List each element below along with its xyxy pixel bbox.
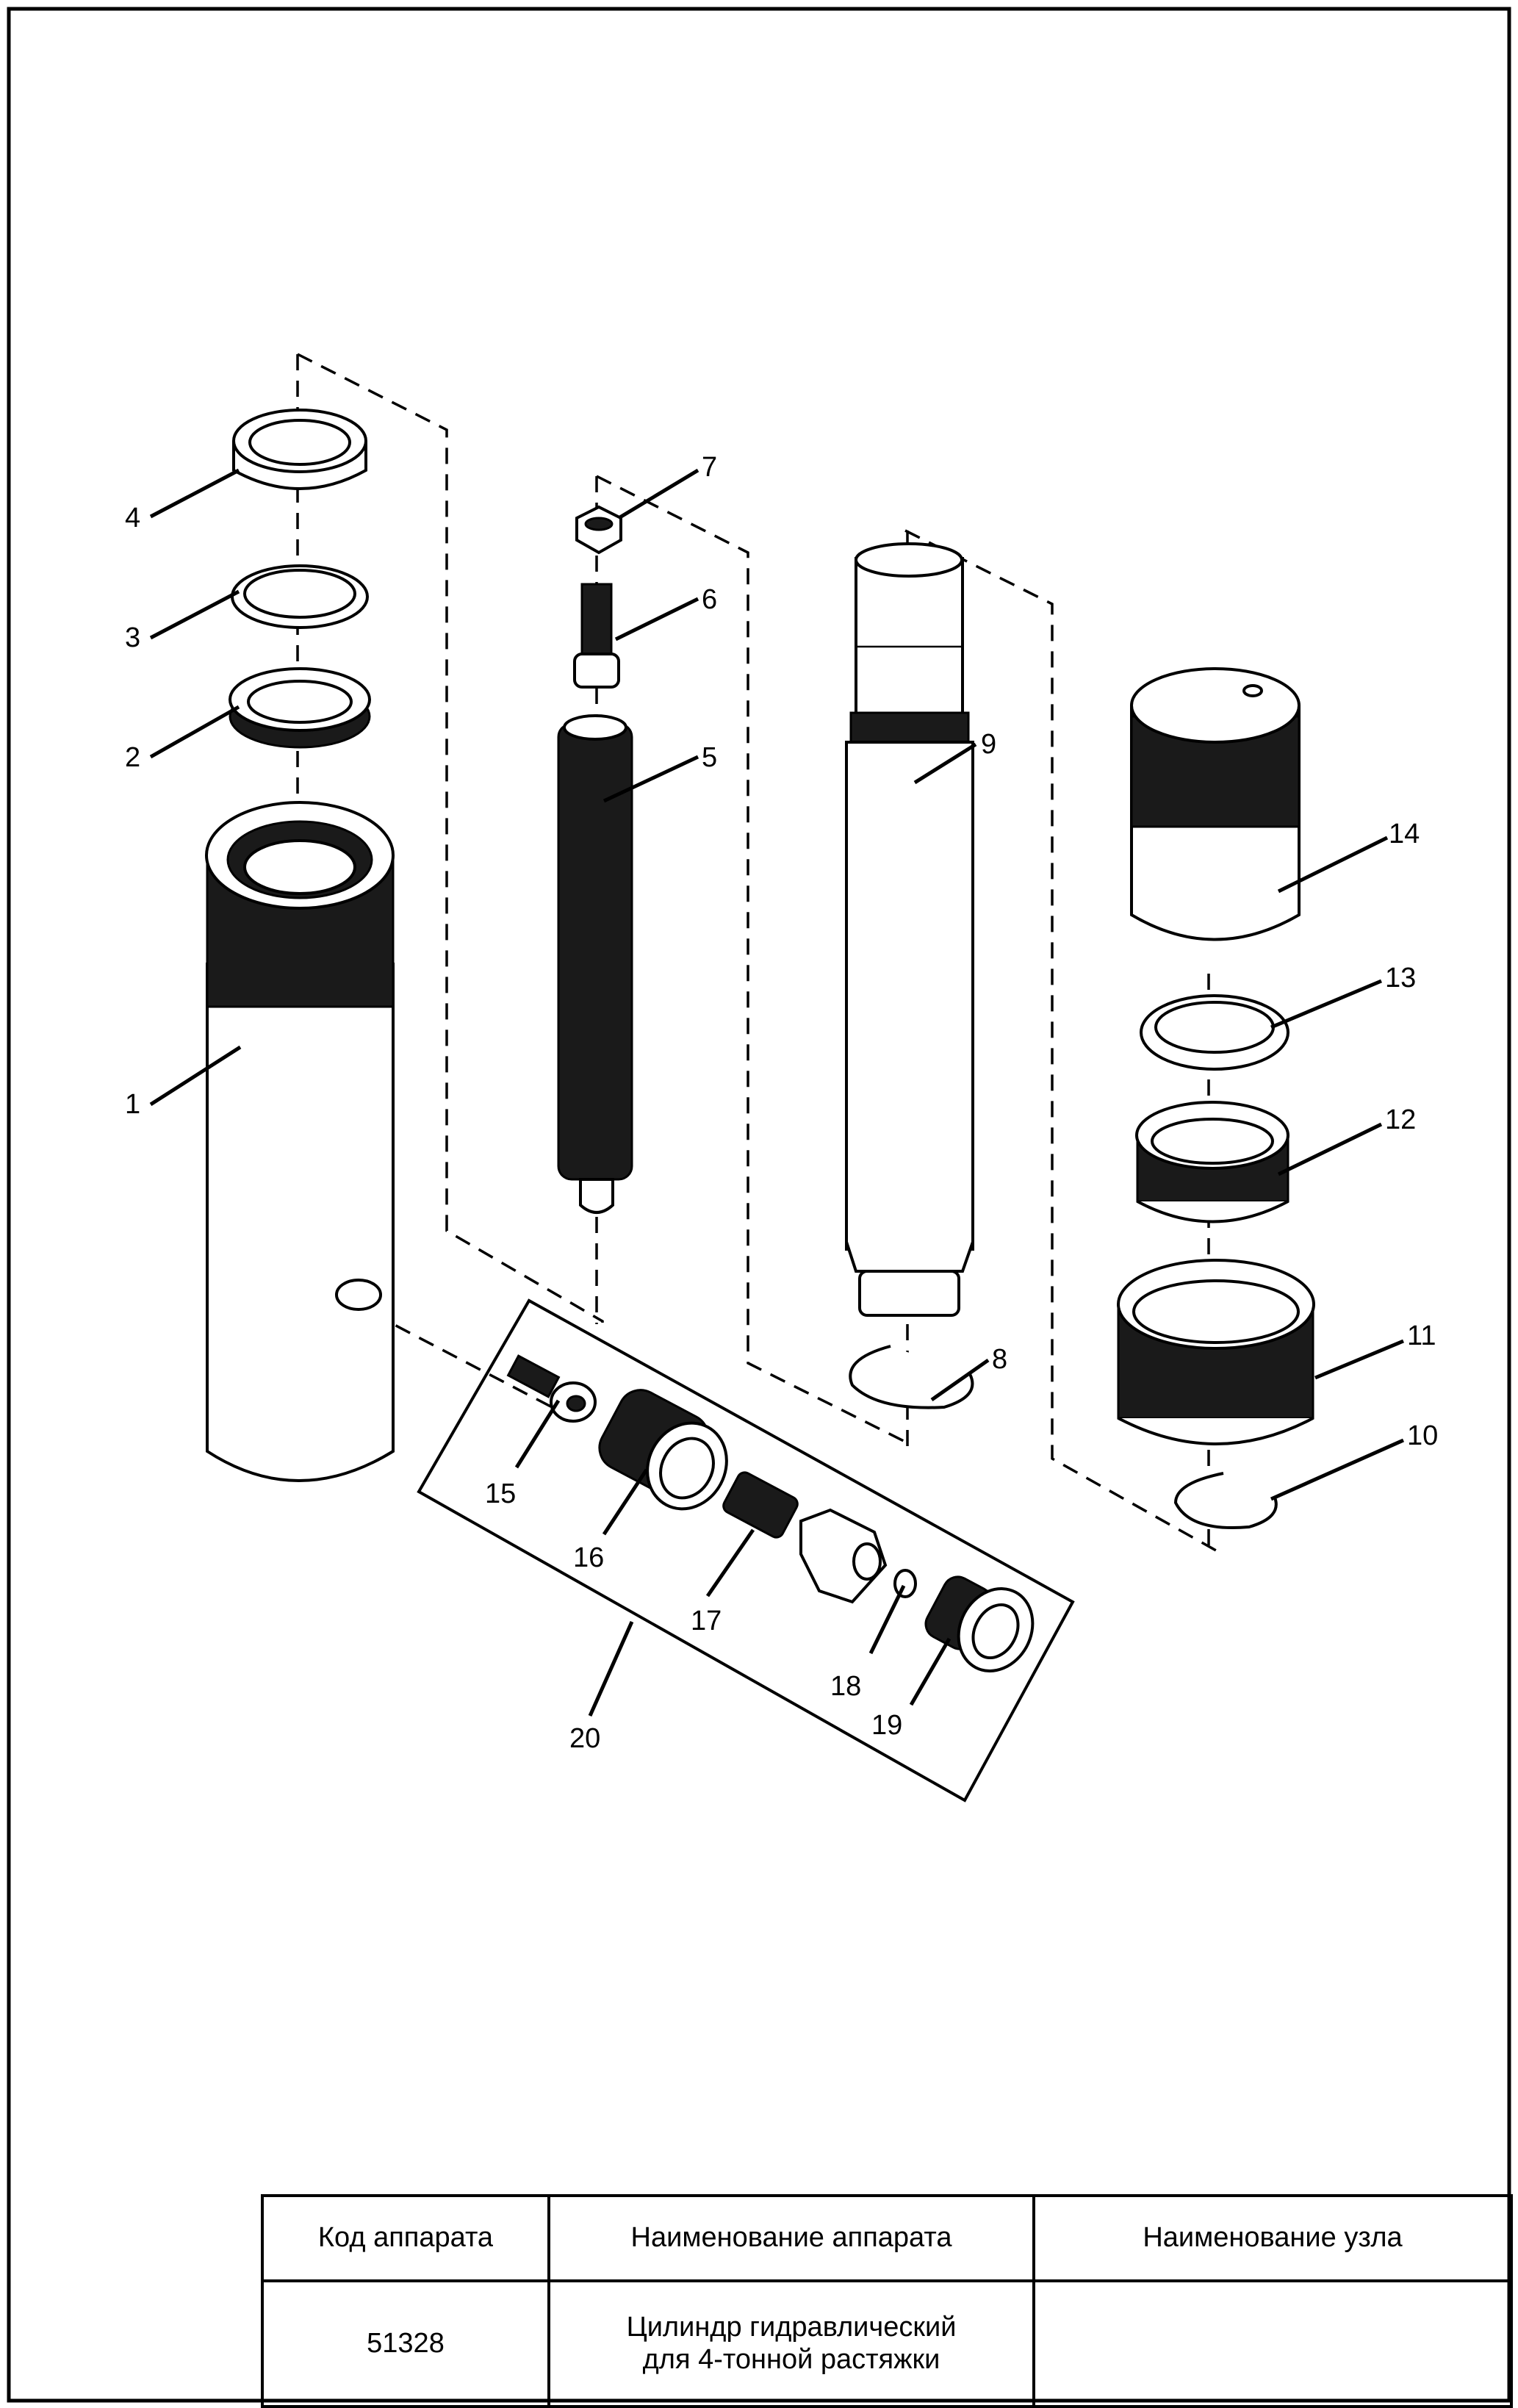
leader-lines — [149, 468, 1405, 1717]
part-6-stud — [573, 583, 620, 689]
callout-labels: 1 2 3 4 5 6 7 8 9 10 11 12 13 14 15 16 1… — [125, 452, 1438, 1754]
callout-10: 10 — [1407, 1420, 1438, 1451]
callout-20: 20 — [569, 1723, 600, 1754]
part-3-ring — [231, 564, 369, 629]
device-name-value: Цилиндр гидравлический для 4-тонной раст… — [547, 2279, 1035, 2408]
title-block: Код аппарата Наименование аппарата Наиме… — [261, 2194, 1513, 2408]
device-code-value: 51328 — [261, 2279, 550, 2408]
callout-14: 14 — [1389, 819, 1420, 849]
part-14-cap — [1130, 667, 1301, 941]
part-20-kit-box — [417, 1298, 1075, 1803]
part-10-retaining-ring — [1173, 1472, 1278, 1529]
callout-8: 8 — [992, 1344, 1007, 1375]
callout-5: 5 — [702, 742, 717, 773]
part-13-washer — [1140, 994, 1289, 1071]
part-11-knurled-collar — [1117, 1259, 1315, 1445]
callout-7: 7 — [702, 452, 717, 483]
unit-name-header: Наименование узла — [1032, 2194, 1513, 2282]
part-12-threaded-ring — [1135, 1101, 1289, 1223]
part-15-bolt — [506, 1354, 597, 1423]
device-code-header: Код аппарата — [261, 2194, 550, 2282]
part-7-nut — [575, 505, 622, 555]
part-1-cylinder-body — [205, 801, 395, 1482]
callout-1: 1 — [125, 1089, 140, 1120]
callout-2: 2 — [125, 742, 140, 773]
callout-13: 13 — [1385, 963, 1416, 993]
part-2-ring — [229, 667, 371, 749]
callout-15: 15 — [485, 1478, 516, 1509]
part-5-spring — [557, 714, 633, 1214]
callout-19: 19 — [871, 1710, 902, 1741]
unit-name-value — [1032, 2279, 1513, 2408]
device-name-line-1: Цилиндр гидравлический — [626, 2311, 957, 2343]
callout-18: 18 — [830, 1671, 861, 1702]
callout-11: 11 — [1407, 1320, 1436, 1351]
part-19-adapter — [924, 1575, 1035, 1672]
device-name-line-2: для 4-тонной растяжки — [642, 2343, 940, 2375]
device-name-header: Наименование аппарата — [547, 2194, 1035, 2282]
part-4-ring — [232, 409, 367, 490]
part-18-washer — [893, 1569, 917, 1598]
callout-17: 17 — [691, 1606, 722, 1636]
callout-6: 6 — [702, 584, 717, 615]
callout-3: 3 — [125, 622, 140, 653]
part-9-piston-rod — [845, 542, 974, 1317]
assembly-guides — [296, 353, 1217, 1552]
callout-9: 9 — [981, 729, 996, 760]
callout-16: 16 — [573, 1542, 604, 1573]
part-17-fitting — [722, 1471, 888, 1604]
part-16-knurled-nut — [598, 1389, 728, 1511]
callout-4: 4 — [125, 503, 140, 533]
callout-12: 12 — [1385, 1104, 1416, 1135]
part-8-retaining-ring — [849, 1345, 974, 1409]
